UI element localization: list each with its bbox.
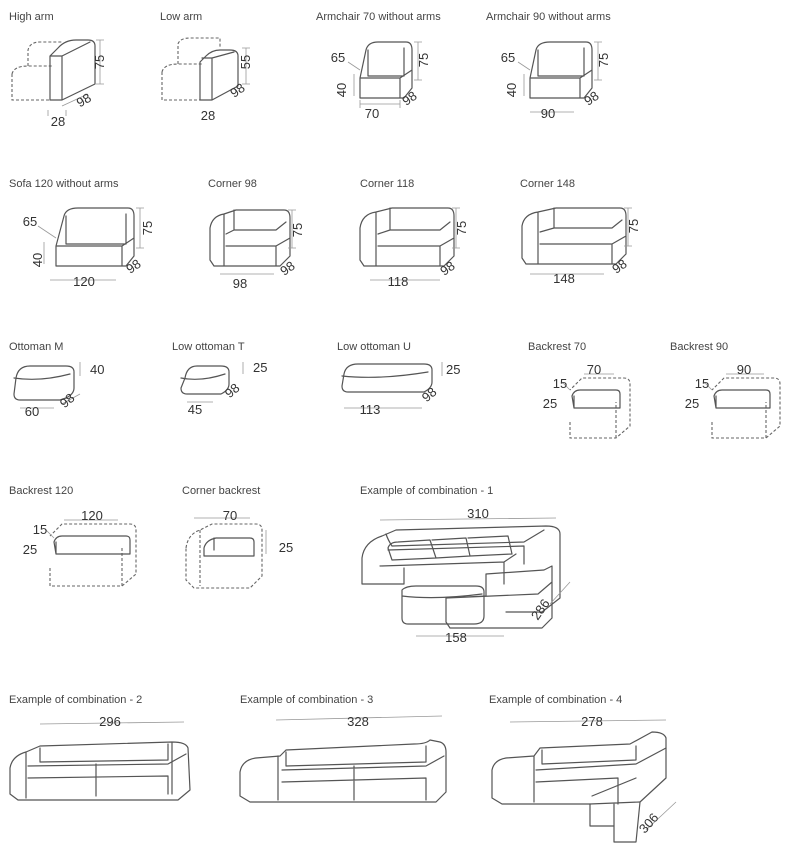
dim-depth: 98 (277, 258, 297, 279)
backrest-120-drawing: 120 15 25 (23, 508, 137, 587)
dim-seat: 40 (30, 253, 45, 267)
dim-height: 75 (626, 219, 641, 233)
dim-width: 70 (365, 106, 379, 121)
dim-width: 113 (360, 402, 381, 417)
dim-back: 65 (331, 50, 345, 65)
dim-width: 310 (467, 506, 489, 521)
module-title: Armchair 90 without arms (486, 11, 611, 23)
dim-width: 70 (587, 362, 601, 377)
dim-depth: 286 (528, 596, 553, 622)
combination-4-drawing: 278 306 (491, 714, 677, 843)
dim-depth: 306 (636, 810, 662, 836)
module-title: Example of combination - 2 (9, 694, 143, 706)
high-arm-drawing: 75 98 28 (11, 39, 107, 129)
module-title: Corner backrest (182, 485, 261, 497)
dim-height: 25 (279, 540, 293, 555)
dim-width: 60 (25, 404, 39, 419)
dim-width: 296 (99, 714, 121, 729)
dim-width: 28 (201, 108, 215, 123)
dim-depth: 98 (74, 90, 94, 110)
dim-height: 25 (446, 362, 460, 377)
dim-top: 15 (33, 522, 47, 537)
corner-118-drawing: 75 98 118 (359, 207, 469, 289)
dim-height: 55 (238, 55, 253, 69)
dim-height: 75 (454, 221, 469, 235)
dim-height: 25 (23, 542, 37, 557)
dim-back: 65 (501, 50, 515, 65)
dim-width: 70 (223, 508, 237, 523)
backrest-90-drawing: 90 15 25 (685, 362, 781, 439)
module-title: Backrest 90 (670, 341, 729, 353)
low-ottoman-u-drawing: 25 98 113 (341, 362, 460, 417)
dim-height: 75 (92, 55, 107, 69)
dim-width: 328 (347, 714, 369, 729)
dim-seat: 40 (334, 83, 349, 97)
dim-height: 25 (253, 360, 267, 375)
backrest-70-drawing: 70 15 25 (543, 362, 631, 439)
dim-width: 28 (51, 114, 65, 129)
corner-backrest-drawing: 70 25 (185, 508, 293, 589)
low-ottoman-t-drawing: 25 98 45 (180, 360, 267, 417)
dim-seat: 40 (504, 83, 519, 97)
dim-width: 148 (553, 271, 575, 286)
dim-depth: 98 (227, 80, 247, 101)
armchair-90-drawing: 65 40 75 98 90 (501, 41, 611, 121)
module-title: Ottoman M (9, 341, 64, 353)
module-title: Example of combination - 1 (360, 485, 494, 497)
dim-depth: 98 (419, 384, 440, 405)
dim-width: 120 (81, 508, 103, 523)
corner-98-drawing: 75 98 98 (209, 209, 305, 291)
dim-depth: 98 (399, 88, 419, 109)
dim-top: 15 (695, 376, 709, 391)
module-title: Corner 118 (360, 178, 415, 190)
low-arm-drawing: 55 98 28 (161, 37, 253, 123)
dim-width: 120 (73, 274, 95, 289)
dim-depth: 98 (437, 258, 457, 279)
combination-1-drawing: 310 286 158 (361, 506, 571, 645)
ottoman-m-drawing: 40 98 60 (13, 362, 104, 419)
module-title: Sofa 120 without arms (9, 178, 119, 190)
combination-2-drawing: 296 (9, 714, 191, 801)
dim-depth: 98 (123, 256, 143, 277)
dim-back: 65 (23, 214, 37, 229)
dim-height: 75 (140, 221, 155, 235)
dim-depth: 98 (609, 256, 629, 277)
module-title: Backrest 120 (9, 485, 74, 497)
module-title: Low arm (160, 11, 203, 23)
module-title: Corner 148 (520, 178, 576, 190)
dim-height: 25 (685, 396, 699, 411)
module-title: Armchair 70 without arms (316, 11, 441, 23)
dim-top: 15 (553, 376, 567, 391)
dim-width: 45 (188, 402, 202, 417)
module-title: Example of combination - 3 (240, 694, 374, 706)
dim-height: 40 (90, 362, 104, 377)
dim-width: 118 (388, 274, 409, 289)
dim-height: 25 (543, 396, 557, 411)
dim-depth: 98 (222, 380, 243, 401)
module-title: Corner 98 (208, 178, 257, 190)
dim-depth: 98 (581, 88, 601, 109)
dim-depth: 98 (57, 390, 78, 411)
dim-width: 90 (737, 362, 751, 377)
dim-chaise: 158 (445, 630, 467, 645)
dim-height: 75 (596, 53, 611, 67)
module-title: High arm (9, 11, 54, 23)
module-title: Low ottoman U (337, 341, 411, 353)
dim-width: 278 (581, 714, 603, 729)
combination-3-drawing: 328 (239, 714, 447, 803)
module-title: Backrest 70 (528, 341, 587, 353)
dim-height: 75 (416, 53, 431, 67)
corner-148-drawing: 75 98 148 (521, 207, 641, 286)
dim-height: 75 (290, 223, 305, 237)
sofa-120-drawing: 65 40 75 98 120 (23, 207, 155, 289)
module-title: Low ottoman T (172, 341, 245, 353)
dim-width: 98 (233, 276, 247, 291)
module-title: Example of combination - 4 (489, 694, 623, 706)
armchair-70-drawing: 65 40 75 98 70 (331, 41, 431, 121)
dim-width: 90 (541, 106, 555, 121)
